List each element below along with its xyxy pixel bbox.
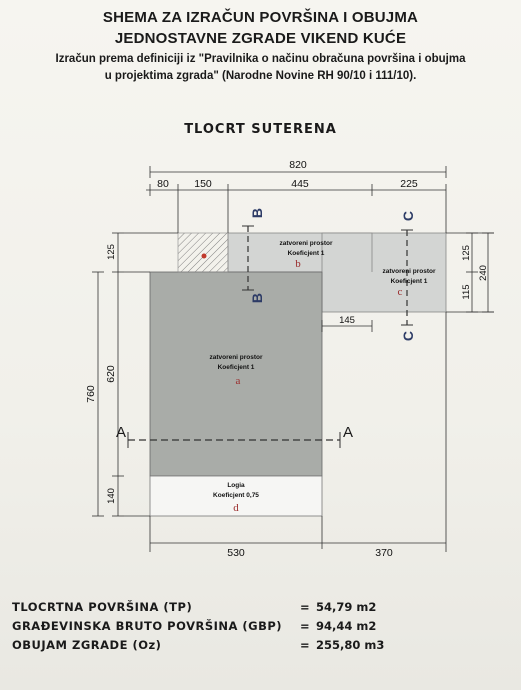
dim-left-620: 620: [105, 365, 117, 383]
dim-top-225: 225: [400, 178, 418, 190]
room-c-letter: c: [398, 286, 403, 298]
room-b-name: zatvoreni prostor: [279, 240, 333, 247]
main-title-line2: JEDNOSTAVNE ZGRADE VIKEND KUĆE: [114, 30, 407, 47]
dim-right-240: 240: [478, 265, 489, 281]
summary-equals: =: [300, 638, 310, 652]
stairs-hatch: [177, 232, 229, 273]
dim-top-150: 150: [194, 178, 212, 190]
dim-left-140: 140: [106, 488, 117, 504]
section-c-label-top: C: [400, 211, 416, 221]
dim-bottom-370: 370: [375, 547, 393, 559]
summary-label: OBUJAM ZGRADE (Oz): [12, 638, 162, 652]
dim-top-445: 445: [291, 178, 309, 190]
room-a-coef: Koeficjent 1: [218, 364, 255, 371]
subtitle-line2: u projektima zgrada" (Narodne Novine RH …: [104, 70, 417, 82]
subtitle: Izračun prema definiciji iz "Pravilnika …: [55, 53, 466, 65]
summary-table: TLOCRTNA POVRŠINA (TP) = 54,79 m2 GRAĐEV…: [12, 600, 512, 657]
summary-row-gbp: GRAĐEVINSKA BRUTO POVRŠINA (GBP) = 94,44…: [12, 619, 512, 638]
summary-equals: =: [300, 600, 310, 614]
summary-row-oz: OBUJAM ZGRADE (Oz) = 255,80 m3: [12, 638, 512, 657]
dim-inner-145: 145: [339, 315, 355, 326]
plan-title: TLOCRT SUTERENA: [184, 122, 337, 137]
summary-value: 255,80 m3: [316, 638, 385, 652]
room-a-area: [149, 271, 323, 477]
dim-top-80: 80: [157, 178, 169, 190]
room-a-name: zatvoreni prostor: [209, 354, 263, 361]
room-d-coef: Koeficjent 0,75: [213, 492, 259, 499]
dim-top-total: 820: [289, 159, 307, 171]
room-a-letter: a: [236, 375, 241, 387]
summary-row-tp: TLOCRTNA POVRŠINA (TP) = 54,79 m2: [12, 600, 512, 619]
room-b-letter: b: [295, 258, 301, 270]
room-c-coef: Koeficjent 1: [391, 278, 428, 285]
summary-equals: =: [300, 619, 310, 633]
dim-right-125: 125: [461, 245, 472, 261]
room-c-name: zatvoreni prostor: [382, 268, 436, 275]
section-c-label-bottom: C: [400, 331, 416, 341]
room-d-logia: [149, 475, 323, 517]
room-c-area: [321, 232, 447, 313]
room-d-name: Logia: [227, 482, 245, 489]
stairs-marker: [201, 253, 207, 259]
summary-label: GRAĐEVINSKA BRUTO POVRŠINA (GBP): [12, 619, 283, 633]
room-d-letter: d: [233, 502, 239, 514]
dim-left-125: 125: [106, 244, 117, 260]
summary-value: 54,79 m2: [316, 600, 377, 614]
summary-value: 94,44 m2: [316, 619, 377, 633]
section-b-label-bottom: B: [249, 293, 265, 303]
dim-left-total: 760: [85, 385, 97, 403]
main-title: SHEMA ZA IZRAČUN POVRŠINA I OBUJMA: [102, 9, 419, 26]
summary-label: TLOCRTNA POVRŠINA (TP): [12, 600, 193, 614]
dim-right-115: 115: [461, 284, 472, 299]
section-a-label-left: A: [116, 424, 126, 441]
section-b-label-top: B: [249, 208, 265, 218]
dim-bottom-530: 530: [227, 547, 245, 559]
room-b-coef: Koeficjent 1: [288, 250, 325, 257]
section-a-label-right: A: [343, 424, 353, 441]
